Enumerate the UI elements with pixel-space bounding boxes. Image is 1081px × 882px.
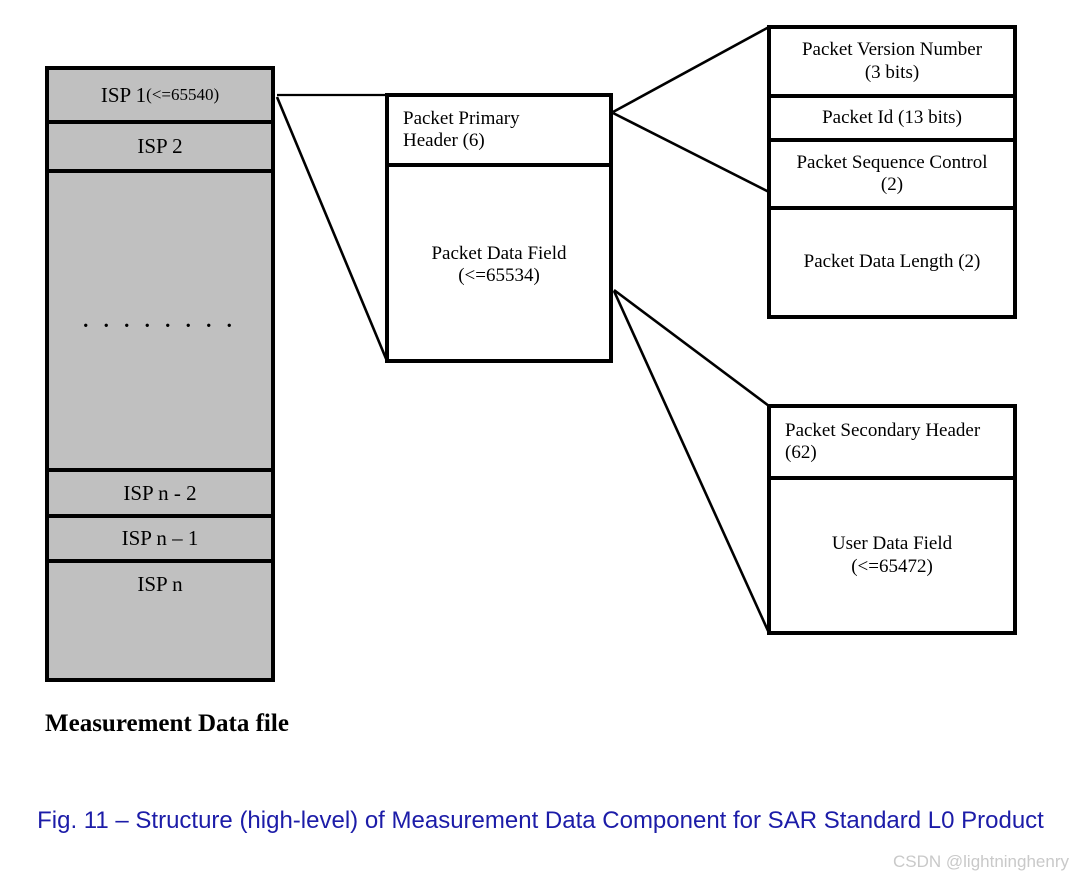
packet-data-field-cell: Packet Data Field (<=65534) [389, 163, 609, 363]
isp-row-2: ISP 2 [49, 120, 271, 169]
packet-sequence-control-cell: Packet Sequence Control (2) [771, 138, 1013, 206]
isp-row-n-1: ISP n – 1 [49, 514, 271, 559]
packet-primary-header-cell: Packet Primary Header (6) [403, 107, 520, 151]
connector-datafield-to-detail-bottom [612, 290, 771, 634]
figure-caption: Fig. 11 – Structure (high-level) of Meas… [37, 807, 1044, 834]
connector-header-to-detail-top [612, 25, 770, 114]
primary-header-detail-stack: Packet Version Number (3 bits) Packet Id… [767, 25, 1017, 319]
packet-version-number-cell: Packet Version Number (3 bits) [801, 39, 983, 83]
packet-secondary-header-cell: Packet Secondary Header (62) [785, 419, 981, 463]
isp-row-1: ISP 1 (<=65540) [49, 70, 271, 120]
isp-row-1-label: ISP 1 [100, 82, 147, 107]
isp-row-n: ISP n [49, 559, 271, 606]
isp-row-ellipsis: . . . . . . . . [49, 169, 271, 468]
connector-datafield-to-detail-top [613, 288, 770, 408]
connector-isp-to-packet-bottom [275, 96, 389, 362]
packet-data-length-cell: Packet Data Length (2) [771, 206, 1013, 315]
isp-row-1-size: (<=65540) [146, 84, 220, 104]
isp-row-n-2: ISP n - 2 [49, 468, 271, 514]
packet-structure-stack: Packet Primary Header (6) Packet Data Fi… [385, 93, 613, 363]
measurement-data-file-stack: ISP 1 (<=65540) ISP 2 . . . . . . . . IS… [45, 66, 275, 682]
user-data-field-cell: User Data Field (<=65472) [771, 476, 1013, 631]
packet-id-cell: Packet Id (13 bits) [771, 94, 1013, 138]
data-field-detail-stack: Packet Secondary Header (62) User Data F… [767, 404, 1017, 635]
watermark-text: CSDN @lightninghenry [892, 852, 1069, 871]
measurement-data-file-label: Measurement Data file [45, 710, 289, 737]
